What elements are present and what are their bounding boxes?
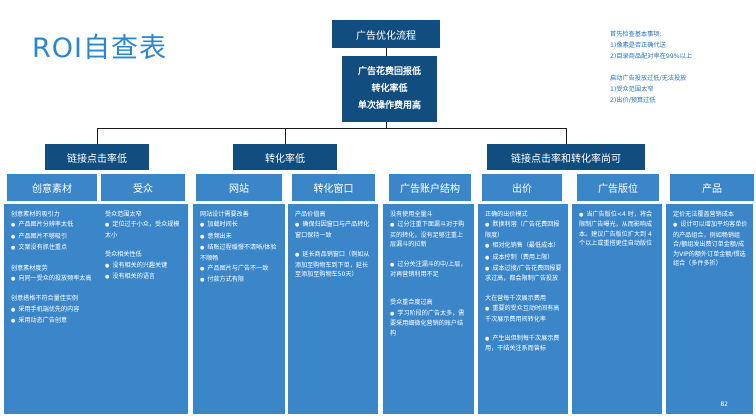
connector [386, 122, 387, 128]
column-body-creative: 创意素材的吸引力产品图片分辨率太低产品图片不够吸引文案没有抓住重点创意素材度劳向… [4, 204, 98, 414]
bullet-item: 定位过于小众，受众规模太小 [105, 220, 183, 240]
note-line: 1)像素是否正确代送 [610, 42, 666, 49]
bullet-item: 没有相关的兴趣关键 [105, 261, 183, 271]
bullet-item: 采用动态广告创意 [11, 316, 93, 326]
connector [285, 128, 286, 144]
spacer [11, 285, 93, 294]
column-head-placement: 广告版位 [577, 174, 659, 201]
spacer [485, 285, 563, 294]
spacer [390, 289, 469, 298]
column-body-bidding: 正确的出价模式默换利溶（广告花费回报限度）相对化销售（最低成本） 成本控制（费用上… [478, 204, 568, 414]
bullet-item: 成本过搜/广告花费回报要求过高，都会限制广告投放 [485, 264, 563, 284]
section-heading: 创意素材的吸引力 [11, 211, 60, 218]
section-heading: 正确的出价模式 [485, 211, 528, 218]
page-number: 82 [720, 401, 728, 408]
bullet-item: 产品图片与广告不一致 [200, 264, 280, 274]
bullet-item: 延长商品销窗口（例如从添加至购物车到下单，延长至添加至购物车50天） [295, 250, 373, 279]
bullet-item: 产生出但制每千次展示费用，干结关注系而曾标 [485, 334, 563, 354]
bullet-item: 当广告版位<4 时，将会限制广告曝光，从而影响成本。建议广告版位扩大到 4 个以… [579, 210, 657, 249]
column-head-product: 产品 [670, 174, 754, 201]
bullet-item: 文案没有抓住重点 [11, 243, 93, 253]
spacer [390, 280, 469, 289]
column-head-website: 网站 [196, 174, 282, 201]
problem-line: 广告花费回报低 [357, 66, 421, 77]
column-body-placement: 当广告版位<4 时，将会限制广告曝光，从而影响成本。建议广告版位扩大到 4 个以… [572, 204, 662, 414]
column-head-account-structure: 广告账户结构 [389, 174, 471, 201]
connector [97, 128, 566, 129]
note-line: 首先检查基本事项: [610, 31, 662, 38]
section-heading: 产品价值高 [295, 211, 326, 218]
bullet-item: 付款方式有限 [200, 275, 280, 285]
bullet-item: 采用手机端优先的内容 [11, 305, 93, 315]
column-body-website: 网站设计需要改善加载时间长意频出未结账过程缓慢不清晰/体验不顺畅产品图片与广告不… [193, 204, 285, 414]
section-heading: 创意搭格不符合量佳实例 [11, 295, 79, 303]
spacer [390, 251, 469, 260]
section-heading: 没有使用全量斗 [390, 211, 433, 218]
bullet-item: 成本控制（费用上限） [485, 253, 563, 263]
note-line: 启动广告投放过低/无法投放 [610, 75, 687, 82]
bullet-item: 没有相关的语言 [105, 272, 183, 282]
column-head-creative: 创意素材 [7, 174, 97, 201]
page-title: ROI自查表 [32, 33, 167, 64]
spacer [295, 241, 373, 250]
bullet-item: 过分注重下面漏斗对于购买的转化，没有足够注重上层漏斗的拉新 [390, 220, 469, 249]
bullet-item: 学习阶段的广告太多，需要采用细微化营销的账户结构 [390, 309, 469, 338]
section-heading: 定价无法覆盖营销成本 [673, 211, 734, 218]
column-body-product: 定价无法覆盖营销成本设计可以增加平均客单价的产品组合，例如畅销组合/额组发出费订… [666, 204, 753, 414]
problem-box: 广告花费回报低 转化率低 单次操作费用高 [342, 56, 437, 122]
flow-top-box: 广告优化流程 [332, 20, 440, 48]
bullet-item: 产品图片分辨率太低 [11, 220, 93, 230]
note-line: 1)受众范围太窄 [610, 86, 654, 93]
note-line: 2)目录商品配对率在99%以上 [610, 53, 692, 60]
category-both-ok: 链接点击率和转化率尚可 [487, 144, 645, 170]
bullet-item: 确保归因窗口与产品转化窗口保持一致 [295, 220, 373, 240]
bullet-item: 相对化销售（最低成本） [485, 241, 563, 251]
connector [97, 128, 98, 144]
problem-line: 转化率低 [371, 83, 408, 94]
bullet-item: 过分关注漏斗的中/上层，对再营销利用不足 [390, 260, 469, 280]
column-head-bidding: 出价 [482, 174, 562, 201]
bullet-item: 重要的受众互动时间有高千次展示费用间转化率 [485, 304, 563, 324]
bullet-item: 设计可以增加平均客单价的产品组合，例如畅销组合/额组发出费订单金额/成为VIP的… [673, 220, 748, 268]
bullet-item: 加载时间长 [200, 220, 280, 230]
section-heading: 网站设计需要改善 [200, 211, 249, 218]
spacer [485, 325, 563, 334]
note-line: 2)出价/预算过低 [610, 97, 656, 104]
column-body-audience: 受众范围太窄定位过于小众，受众规模太小受众相关性低没有相关的兴趣关键没有相关的语… [98, 204, 188, 414]
category-ctr-low: 链接点击率低 [45, 144, 149, 170]
bullet-item: 结账过程缓慢不清晰/体验不顺畅 [200, 243, 280, 263]
column-head-audience: 受众 [101, 174, 185, 201]
connector [566, 128, 567, 144]
category-cvr-low: 转化率低 [233, 144, 337, 170]
section-heading: 受众重合度过高 [390, 299, 433, 307]
section-heading: 受众相关性低 [105, 251, 142, 259]
connector [386, 48, 387, 56]
section-heading: 受众范围太窄 [105, 211, 142, 218]
problem-line: 单次操作费用高 [357, 100, 421, 111]
column-head-conversion-window: 转化窗口 [292, 174, 375, 201]
spacer [105, 241, 183, 250]
column-body-conversion-window: 产品价值高确保归因窗口与产品转化窗口保持一致延长商品销窗口（例如从添加至购物车到… [288, 204, 378, 414]
bullet-item: 意频出未 [200, 232, 280, 242]
column-body-account-structure: 没有使用全量斗过分注重下面漏斗对于购买的转化，没有足够注重上层漏斗的拉新过分关注… [383, 204, 474, 414]
section-heading: 创意素材度劳 [11, 264, 48, 272]
spacer [11, 255, 93, 264]
bullet-item: 产品图片不够吸引 [11, 232, 93, 242]
notes-panel: 首先检查基本事项: 1)像素是否正确代送 2)目录商品配对率在99%以上 启动广… [610, 29, 750, 106]
bullet-item: 默换利溶（广告花费回报限度） [485, 220, 563, 240]
section-heading: 大在营每千次展示费用 [485, 294, 546, 302]
bullet-item: 向同一受众的投放频率太高 [11, 274, 93, 284]
